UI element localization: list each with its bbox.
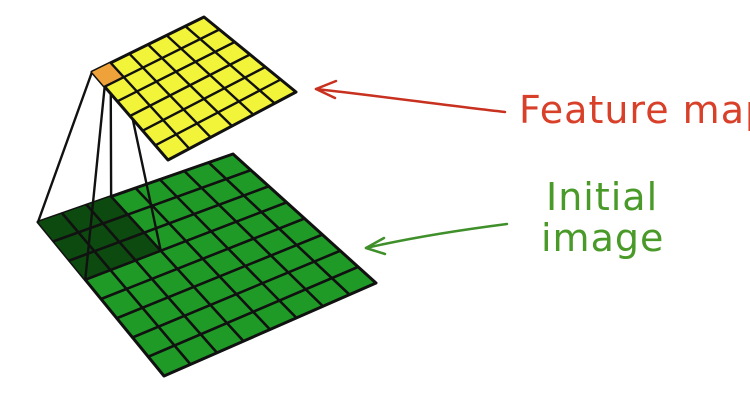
feature-map-arrow-head [314,79,338,100]
grid-line [116,40,236,103]
initial-image-arrow-line [364,222,509,250]
initial-image-arrow-head [364,236,387,256]
grid-line [146,265,360,359]
grid-line [141,65,267,132]
initial-image-label-line2: image [541,216,664,260]
grid-line [68,184,271,262]
projection-line [36,70,94,224]
grid-line [128,53,252,118]
projection-line [84,85,106,281]
receptive-field-cell [38,213,79,242]
feature-map-grid [90,15,298,162]
initial-image-label-line1: Initial [546,175,658,219]
grid-line [115,233,324,320]
feature-map-grid-lines [103,24,282,150]
initial-image-arrow [364,222,509,256]
initial-image-grid [36,152,378,378]
grid-line [154,78,282,147]
grid-line [103,28,221,88]
grid-line [131,249,342,339]
receptive-field-cell [86,196,128,224]
receptive-field-cell [62,205,103,233]
grid-line [99,217,306,301]
feature-map-arrow [314,79,507,114]
grid-line [83,201,288,282]
feature-map-label: Feature map [519,88,750,132]
feature-map-arrow-line [314,87,507,114]
